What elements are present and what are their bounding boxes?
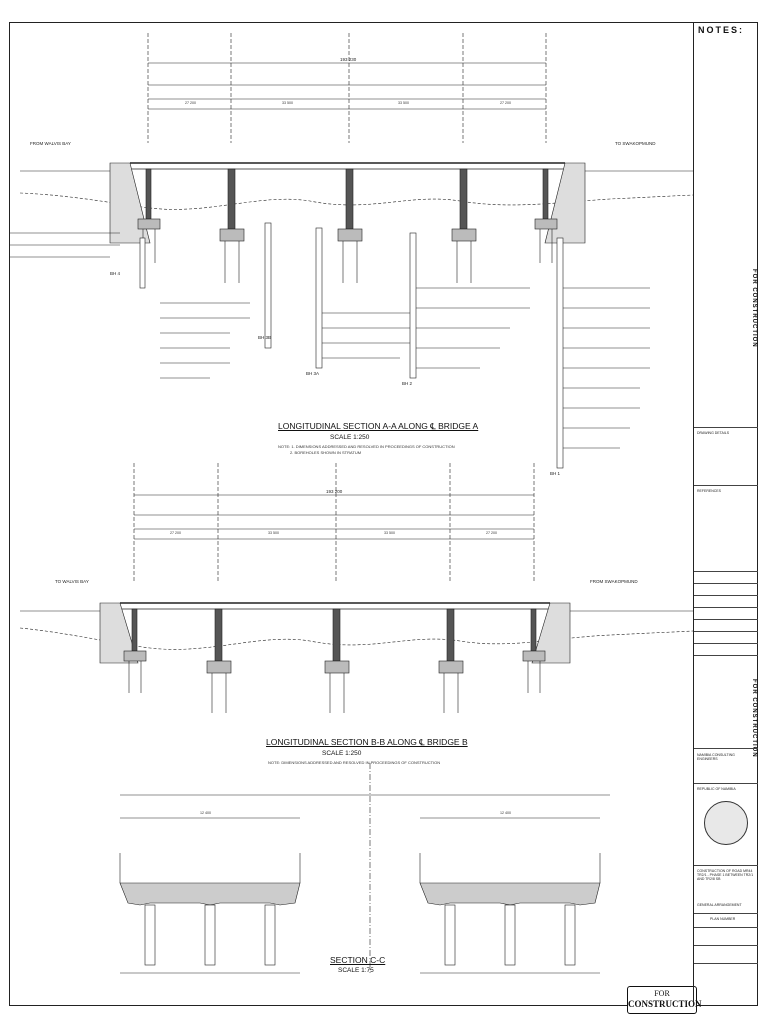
title-block-divider — [694, 631, 758, 632]
section-a-note-1: NOTE: 1. DIMENSIONS ADDRESSED AND RESOLV… — [278, 444, 455, 449]
section-a-span-1: 27 200 — [185, 101, 196, 105]
section-b-note: NOTE: DIMENSIONS ADDRESSED AND RESOLVED … — [268, 760, 441, 765]
title-block-divider — [694, 571, 758, 572]
title-block: NOTES: FOR CONSTRUCTION DRAWING DETAILS … — [693, 23, 758, 1005]
drawing-sheet: FROM WALVIS BAY TO SWAKOPMUND 193 230 27… — [9, 22, 758, 1014]
client-name: REPUBLIC OF NAMIBIA — [697, 787, 736, 791]
section-b-overall-dim: 193 200 — [326, 489, 343, 494]
section-b-span-3: 33 500 — [384, 531, 395, 535]
title-block-divider — [694, 963, 758, 964]
section-b-span-2: 33 500 — [268, 531, 279, 535]
section-b-to-label: FROM SWAKOPMUND — [590, 579, 638, 584]
borehole-label-bh4: BH 4 — [110, 271, 121, 276]
section-a-note-2: 2. BOREHOLES SHOWN IN STRATUM — [290, 450, 362, 455]
title-block-divider — [694, 927, 758, 928]
section-b-span-4: 27 200 — [486, 531, 497, 535]
stamp-line-1: FOR — [654, 989, 670, 998]
section-a-scale: SCALE 1:250 — [330, 434, 370, 441]
plan-number-label: PLAN NUMBER — [710, 917, 736, 921]
title-block-divider — [694, 655, 758, 656]
section-b-from-label: TO WALVIS BAY — [55, 579, 89, 584]
section-c-width-right: 12 400 — [500, 811, 511, 815]
section-a-from-label: FROM WALVIS BAY — [30, 141, 71, 146]
section-c-title: SECTION C-C — [330, 955, 386, 965]
title-block-divider — [694, 619, 758, 620]
section-a-to-label: TO SWAKOPMUND — [615, 141, 656, 146]
borehole-label-bh3a: BH 3A — [306, 371, 320, 376]
borehole-label-bh1: BH 1 — [550, 471, 561, 476]
title-block-divider — [694, 748, 758, 749]
section-c-width-left: 12 400 — [200, 811, 211, 815]
title-block-divider — [694, 945, 758, 946]
title-block-divider — [694, 485, 758, 486]
references-label: REFERENCES — [697, 489, 721, 493]
section-b-span-1: 27 200 — [170, 531, 181, 535]
project-title: CONSTRUCTION OF ROAD MR44 TR2/1 - PHASE … — [697, 869, 754, 881]
title-block-divider — [694, 427, 758, 428]
for-construction-vertical-bottom: FOR CONSTRUCTION — [751, 678, 757, 758]
consultant-name: NAMIBIA CONSULTING ENGINEERS — [697, 753, 735, 761]
title-block-divider — [694, 865, 758, 866]
borehole-label-bh3b: BH 3B — [258, 335, 272, 340]
section-b-title: LONGITUDINAL SECTION B-B ALONG ℄ BRIDGE … — [266, 737, 468, 747]
section-a-title: LONGITUDINAL SECTION A-A ALONG ℄ BRIDGE … — [278, 421, 479, 431]
drawing-area: FROM WALVIS BAY TO SWAKOPMUND 193 230 27… — [10, 23, 702, 1014]
drawing-title: GENERAL ARRANGEMENT — [697, 903, 742, 907]
namibia-coat-of-arms-icon — [704, 801, 748, 845]
for-construction-stamp: FOR CONSTRUCTION — [627, 986, 702, 1014]
title-block-divider — [694, 607, 758, 608]
title-block-divider — [694, 643, 758, 644]
stamp-line-2: CONSTRUCTION — [628, 999, 702, 1009]
title-block-divider — [694, 595, 758, 596]
drawing-details-label: DRAWING DETAILS — [697, 431, 730, 435]
section-a-span-4: 27 200 — [500, 101, 511, 105]
title-block-divider — [694, 783, 758, 784]
section-c-scale: SCALE 1:75 — [338, 967, 374, 974]
section-b-scale: SCALE 1:250 — [322, 750, 362, 757]
section-a-overall-dim: 193 230 — [340, 57, 357, 62]
engineering-drawing — [10, 33, 694, 974]
title-block-divider — [694, 583, 758, 584]
notes-heading: NOTES: — [698, 25, 745, 35]
title-block-divider — [694, 913, 758, 914]
borehole-label-bh2: BH 2 — [402, 381, 413, 386]
section-a-span-2: 33 500 — [282, 101, 293, 105]
section-a-span-3: 33 500 — [398, 101, 409, 105]
for-construction-vertical-top: FOR CONSTRUCTION — [751, 268, 757, 348]
